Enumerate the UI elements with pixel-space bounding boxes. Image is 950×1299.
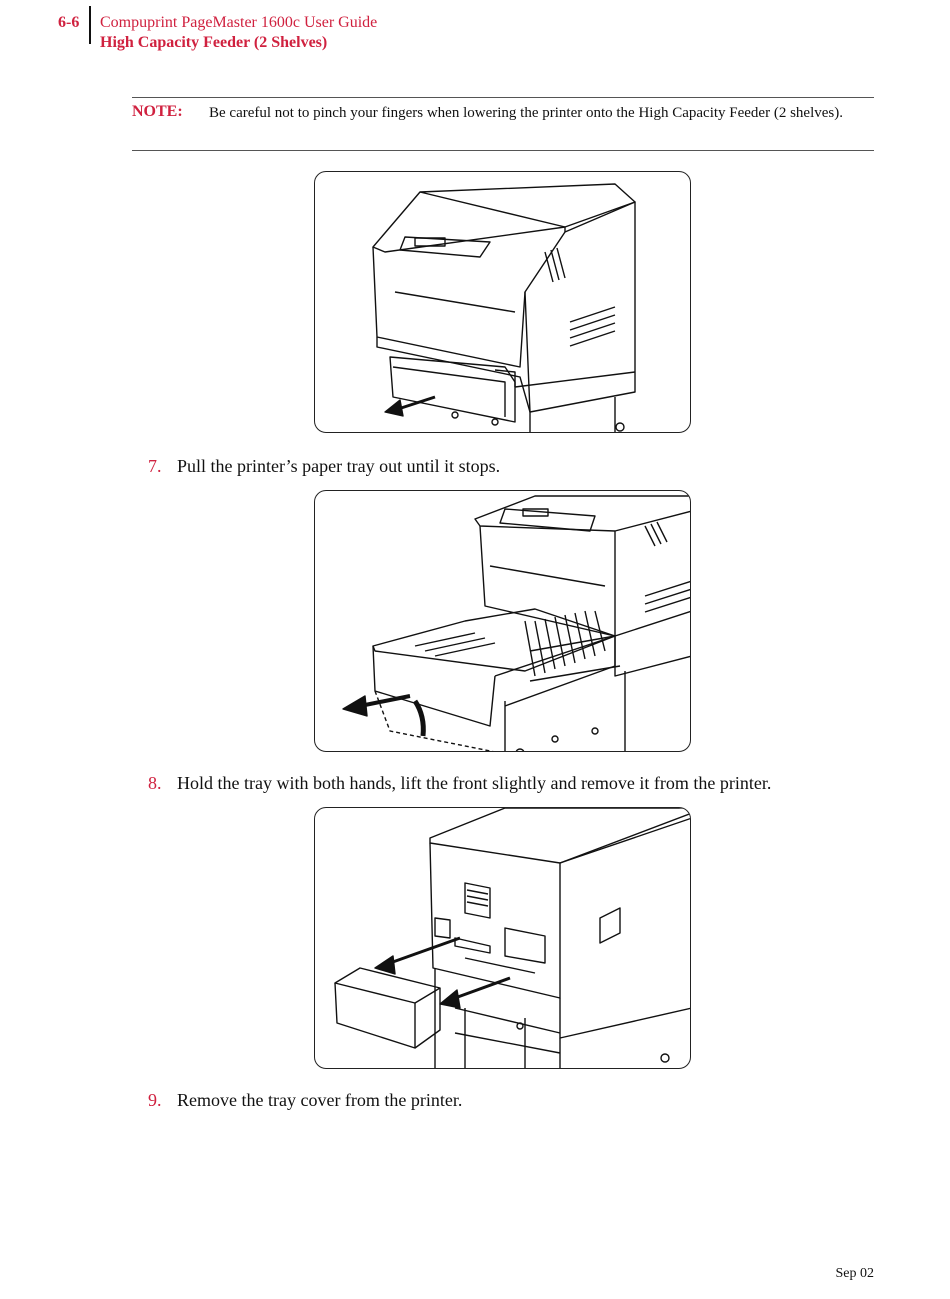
figure-remove-tray-cover bbox=[314, 807, 691, 1069]
step-9-number: 9. bbox=[148, 1090, 162, 1110]
figure-remove-tray bbox=[314, 490, 691, 752]
step-9-text: Remove the tray cover from the printer. bbox=[177, 1090, 463, 1110]
step-8-text: Hold the tray with both hands, lift the … bbox=[177, 773, 772, 793]
footer-date: Sep 02 bbox=[835, 1266, 875, 1281]
document-title: Compuprint PageMaster 1600c User Guide bbox=[100, 14, 378, 31]
note-top-rule bbox=[132, 97, 874, 98]
step-8: 8. Hold the tray with both hands, lift th… bbox=[148, 773, 771, 794]
page-number: 6-6 bbox=[58, 14, 80, 31]
note-label: NOTE: bbox=[132, 103, 183, 120]
section-title: High Capacity Feeder (2 Shelves) bbox=[100, 34, 328, 51]
header-divider bbox=[89, 6, 91, 44]
step-7: 7. Pull the printer’s paper tray out unti… bbox=[148, 456, 500, 477]
note-text: Be careful not to pinch your fingers whe… bbox=[209, 105, 843, 121]
step-7-number: 7. bbox=[148, 456, 162, 476]
step-8-number: 8. bbox=[148, 773, 162, 793]
step-7-text: Pull the printer’s paper tray out until … bbox=[177, 456, 501, 476]
step-9: 9. Remove the tray cover from the printer… bbox=[148, 1090, 462, 1111]
note-bottom-rule bbox=[132, 150, 874, 151]
figure-pull-tray bbox=[314, 171, 691, 433]
